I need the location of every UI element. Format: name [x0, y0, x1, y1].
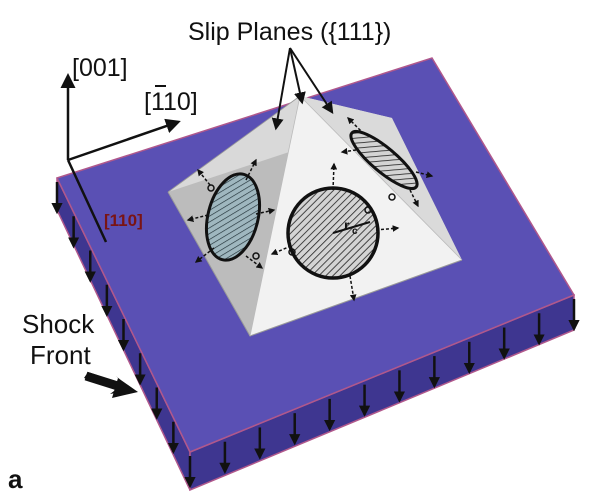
- radius-label: r: [344, 217, 350, 233]
- crystal-axes: [60, 73, 181, 243]
- front-label: Front: [30, 340, 91, 370]
- dislocation-loop-center: [270, 162, 400, 302]
- radius-subscript: c: [352, 226, 358, 237]
- pyramid-ridge-front: [249, 95, 301, 337]
- axis-110-arrow: [66, 159, 108, 243]
- radius-line: [332, 221, 371, 234]
- dislocation-loop-right: [340, 117, 434, 208]
- axis-110bar-arrow: [67, 118, 181, 162]
- pyramid-ridge-right: [299, 95, 463, 261]
- shock-wave-arrows: [51, 182, 580, 489]
- shock-front-arrow: [84, 371, 138, 398]
- axis-110-label: [110]: [104, 211, 143, 230]
- dislocation-loop-left: [186, 158, 276, 269]
- panel-label: a: [8, 464, 23, 494]
- slip-planes-label: Slip Planes ({111}): [188, 18, 391, 46]
- slip-plane-pointers: [271, 47, 334, 131]
- axis-110bar-label: [110]: [144, 88, 198, 116]
- axis-001-label: [001]: [72, 54, 128, 82]
- shock-label: Shock: [22, 309, 95, 339]
